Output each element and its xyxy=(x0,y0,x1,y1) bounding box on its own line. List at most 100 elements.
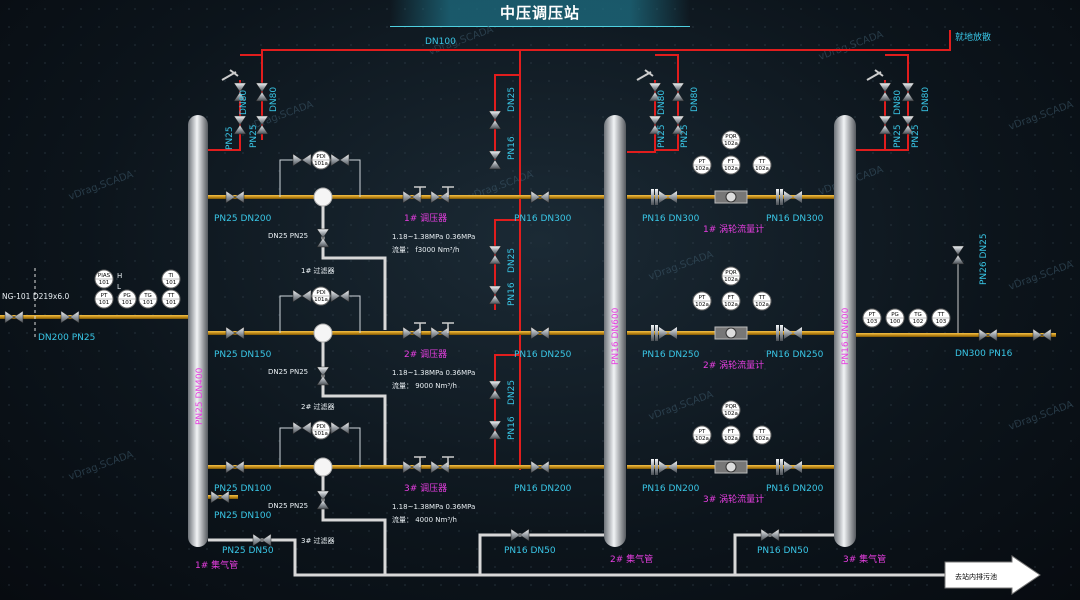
regulator-spec: 1.18~1.38MPa 0.36MPa xyxy=(392,369,475,377)
svg-text:NG-101 D219x6.0: NG-101 D219x6.0 xyxy=(2,292,70,301)
instrument-tag: 101 xyxy=(166,300,177,306)
svg-text:PN25: PN25 xyxy=(911,124,921,148)
relief-valves-a: PN25 DN80 PN25 DN80 xyxy=(221,69,279,150)
meter-inlet-label: PN16 DN200 xyxy=(642,484,700,494)
header-3: PN16 DN600 xyxy=(834,115,856,547)
svg-text:DN80: DN80 xyxy=(657,90,667,115)
drain-label: DN25 PN25 xyxy=(268,232,308,240)
svg-text:vDrag.SCADA: vDrag.SCADA xyxy=(647,249,715,283)
svg-text:vDrag.SCADA: vDrag.SCADA xyxy=(1007,399,1075,433)
header-2-name: 2# 集气管 xyxy=(610,553,653,565)
instrument-tag: TG xyxy=(913,312,922,318)
svg-text:DN80: DN80 xyxy=(690,87,700,112)
instrument-tag: PT xyxy=(869,312,876,318)
drain-3-label: PN16 DN50 xyxy=(757,546,809,556)
svg-text:DN25: DN25 xyxy=(507,87,517,112)
instrument-tag: 102a xyxy=(755,302,769,308)
svg-text:PN16: PN16 xyxy=(507,136,517,160)
svg-text:PN26 DN25: PN26 DN25 xyxy=(979,233,989,285)
outlet-section: DN300 PN16 PN26 DN25 xyxy=(951,233,1052,359)
meter-label: 2# 涡轮流量计 xyxy=(703,359,764,371)
svg-text:vDrag.SCADA: vDrag.SCADA xyxy=(1007,259,1075,293)
instrument-tag: 102a xyxy=(755,166,769,172)
svg-text:DN80: DN80 xyxy=(921,87,931,112)
svg-text:DN200 PN25: DN200 PN25 xyxy=(38,333,95,343)
relief-valves-c: DN80 PN25 DN80 PN25 xyxy=(866,69,931,148)
line-outlet-label: PN16 DN200 xyxy=(514,484,572,494)
line-outlet-label: PN16 DN250 xyxy=(514,350,572,360)
instrument-tag: 103 xyxy=(867,319,878,325)
instrument-tag: PQR xyxy=(725,404,737,410)
instrument-tag: PIAS xyxy=(98,273,111,279)
relief-valves-b: DN80 PN25 DN80 PN25 xyxy=(636,69,700,148)
instrument-tag: 102a xyxy=(724,277,738,283)
spare-line-label: PN25 DN100 xyxy=(214,511,272,521)
regulator-label: 1# 调压器 xyxy=(404,213,447,224)
svg-text:vDrag.SCADA: vDrag.SCADA xyxy=(647,389,715,423)
regulator-spec: 1.18~1.38MPa 0.36MPa xyxy=(392,233,475,241)
instrument-tag: 103 xyxy=(936,319,947,325)
sewage-label: 去站内排污池 xyxy=(955,572,997,581)
regulator-label: 3# 调压器 xyxy=(404,483,447,494)
instrument-tag: TT xyxy=(167,293,175,299)
svg-text:vDrag.SCADA: vDrag.SCADA xyxy=(817,29,885,63)
instrument-tag: PT xyxy=(101,293,108,299)
svg-text:L: L xyxy=(117,283,121,291)
svg-text:DN80: DN80 xyxy=(239,90,249,115)
svg-text:PN25: PN25 xyxy=(657,124,667,148)
instrument-tag: PQR xyxy=(725,270,737,276)
svg-text:PN16 DN600: PN16 DN600 xyxy=(611,307,621,365)
instrument-tag: 101a xyxy=(314,161,328,167)
instrument-tag: 102a xyxy=(724,302,738,308)
instrument-tag: PG xyxy=(891,312,899,318)
instrument-tag: 100 xyxy=(890,319,901,325)
sewage-arrow xyxy=(944,555,1041,595)
instrument-tag: 102a xyxy=(724,166,738,172)
header-2: PN16 DN600 xyxy=(604,115,626,547)
drain-label: DN25 PN25 xyxy=(268,502,308,510)
svg-text:DN25: DN25 xyxy=(507,248,517,273)
instrument-tag: 102a xyxy=(695,302,709,308)
instrument-tag: TG xyxy=(143,293,152,299)
instrument-tag: PDI xyxy=(316,290,326,296)
svg-text:H: H xyxy=(117,272,122,280)
line-valves xyxy=(210,186,802,547)
instrument-tag: PT xyxy=(699,295,706,301)
filter-label: 2# 过滤器 xyxy=(301,402,335,411)
svg-text:PN25 DN400: PN25 DN400 xyxy=(195,367,205,425)
regulator-flow: 流量： 9000 Nm³/h xyxy=(392,381,457,390)
instrument-tag: 101a xyxy=(314,297,328,303)
regulator-flow: 流量： 4000 Nm³/h xyxy=(392,515,457,524)
svg-text:DN80: DN80 xyxy=(269,87,279,112)
instrument-tag: 102a xyxy=(695,436,709,442)
instrument-tag: 102a xyxy=(755,436,769,442)
drain-label: DN25 PN25 xyxy=(268,368,308,376)
instrument-tag: TI xyxy=(168,273,174,279)
instrument-tag: TT xyxy=(758,429,766,435)
